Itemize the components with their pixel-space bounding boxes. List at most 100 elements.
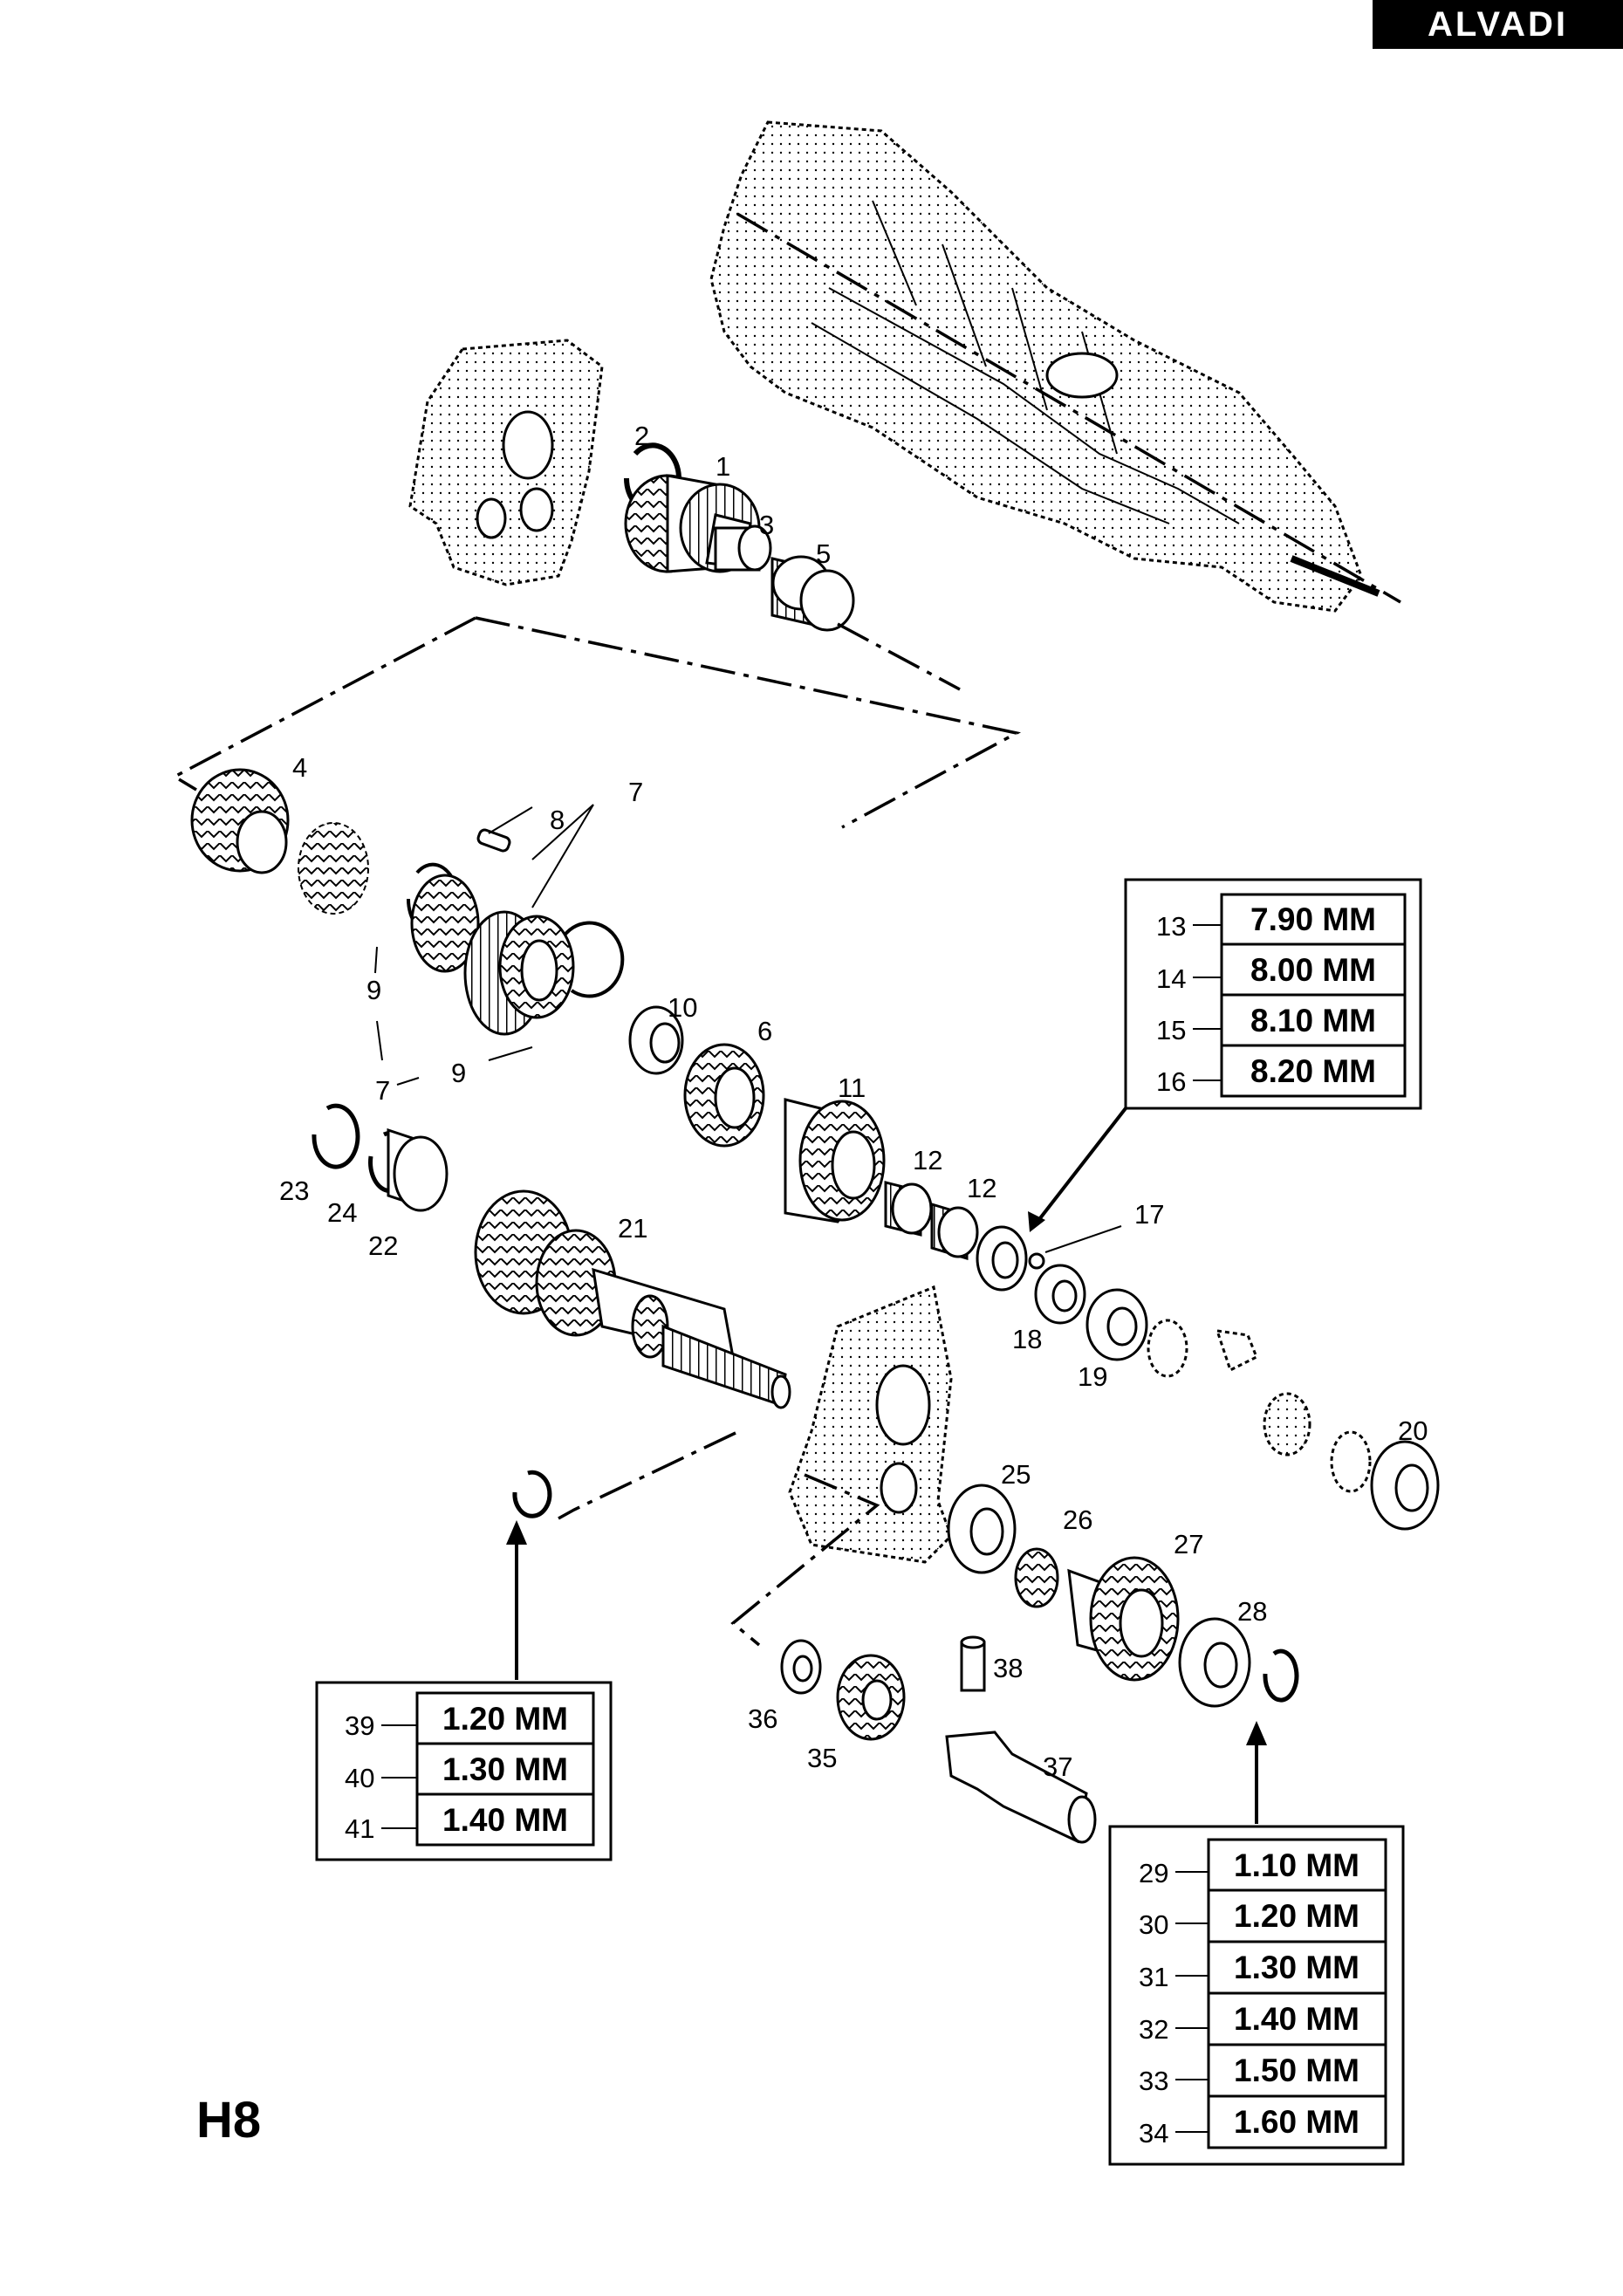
housing-axis-line bbox=[736, 212, 1401, 604]
callout-1: 1 bbox=[716, 451, 730, 482]
row-number: 14 bbox=[1156, 963, 1186, 994]
part-12-needle-bearing-b bbox=[930, 1202, 979, 1261]
gearbox-housing bbox=[709, 120, 1380, 613]
part-26-gear bbox=[1014, 1547, 1059, 1608]
row-number: 13 bbox=[1156, 911, 1186, 942]
row-value: 1.60 MM bbox=[1234, 2104, 1359, 2140]
callout-18: 18 bbox=[1012, 1324, 1042, 1354]
row-value: 1.50 MM bbox=[1234, 2053, 1359, 2088]
callout-6: 6 bbox=[757, 1016, 772, 1046]
arrow-13-16 bbox=[1032, 1107, 1127, 1228]
row-number: 15 bbox=[1156, 1015, 1186, 1045]
row-value: 8.10 MM bbox=[1250, 1003, 1376, 1038]
part-27-gear bbox=[1067, 1556, 1180, 1682]
row-value: 1.30 MM bbox=[1234, 1950, 1359, 1985]
callout-4: 4 bbox=[292, 752, 307, 783]
callout-21: 21 bbox=[618, 1213, 647, 1244]
callout-7a: 7 bbox=[628, 777, 643, 807]
callout-5: 5 bbox=[816, 538, 831, 569]
table-29-34-row: 30 1.20 MM bbox=[1139, 1888, 1387, 1943]
callout-38: 38 bbox=[993, 1653, 1023, 1683]
part-5-needle-bearing bbox=[770, 555, 855, 632]
arrowhead-39-41 bbox=[506, 1520, 527, 1545]
arrowhead-13-16 bbox=[1028, 1211, 1045, 1232]
table-29-34-row: 31 1.30 MM bbox=[1139, 1940, 1387, 1995]
page-code: H8 bbox=[196, 2092, 262, 2149]
part-19-bearing bbox=[1085, 1288, 1148, 1361]
leader-7b bbox=[531, 804, 594, 908]
leader-17 bbox=[1044, 1225, 1122, 1253]
part-12-needle-bearing-a bbox=[884, 1181, 933, 1237]
row-value: 1.30 MM bbox=[442, 1751, 568, 1787]
part-38-pin bbox=[960, 1635, 986, 1692]
table-13-16-row: 15 8.10 MM bbox=[1156, 993, 1407, 1047]
row-number: 33 bbox=[1139, 2066, 1168, 2096]
part-23-circlip bbox=[312, 1103, 360, 1169]
row-value: 1.40 MM bbox=[442, 1802, 568, 1838]
row-number: 30 bbox=[1139, 1909, 1168, 1940]
brand-badge: ALVADI bbox=[1373, 0, 1623, 49]
part-25-bearing bbox=[947, 1484, 1017, 1574]
callout-27: 27 bbox=[1174, 1529, 1203, 1559]
part-6-gear bbox=[683, 1043, 765, 1148]
callout-22: 22 bbox=[368, 1230, 398, 1261]
row-number: 39 bbox=[345, 1710, 374, 1741]
callout-9a: 9 bbox=[366, 975, 381, 1005]
part-10-nut bbox=[628, 1005, 684, 1075]
row-value: 7.90 MM bbox=[1250, 901, 1376, 937]
row-number: 31 bbox=[1139, 1962, 1168, 1992]
table-29-34-row: 32 1.40 MM bbox=[1139, 1991, 1387, 2046]
part-11-gear bbox=[784, 1098, 886, 1223]
table-13-16-row: 14 8.00 MM bbox=[1156, 942, 1407, 997]
table-39-41-row: 41 1.40 MM bbox=[345, 1792, 595, 1847]
table-13-16-row: 16 8.20 MM bbox=[1156, 1044, 1407, 1098]
row-value: 8.20 MM bbox=[1250, 1053, 1376, 1089]
leader-9b bbox=[376, 1020, 383, 1061]
callout-28: 28 bbox=[1237, 1596, 1267, 1627]
shim-table-39-41: 39 1.20 MM 40 1.30 MM 41 1.40 MM bbox=[315, 1681, 613, 1861]
part-18-ring bbox=[1034, 1264, 1086, 1325]
row-number: 34 bbox=[1139, 2118, 1168, 2149]
part-21-countershaft bbox=[474, 1189, 791, 1409]
table-29-34-row: 34 1.60 MM bbox=[1139, 2094, 1387, 2149]
housing-plate-lower bbox=[788, 1285, 953, 1564]
callout-37: 37 bbox=[1043, 1751, 1072, 1782]
frame-line-upper-right bbox=[475, 616, 1022, 829]
part-7-synchro-hub bbox=[410, 874, 575, 1036]
part-36-washer bbox=[780, 1639, 822, 1695]
callout-24: 24 bbox=[327, 1197, 357, 1228]
callout-26: 26 bbox=[1063, 1504, 1092, 1535]
callout-8: 8 bbox=[550, 805, 565, 835]
callout-3: 3 bbox=[759, 510, 774, 540]
row-value: 1.10 MM bbox=[1234, 1847, 1359, 1883]
row-number: 32 bbox=[1139, 2014, 1168, 2045]
callout-20: 20 bbox=[1398, 1415, 1428, 1446]
callout-17: 17 bbox=[1134, 1199, 1164, 1230]
callout-7b: 7 bbox=[375, 1075, 390, 1106]
callout-11: 11 bbox=[838, 1073, 866, 1103]
part-8-key bbox=[476, 828, 511, 853]
row-value: 1.20 MM bbox=[442, 1701, 568, 1737]
shim-table-13-16: 13 7.90 MM 14 8.00 MM 15 8.10 MM 16 8.20… bbox=[1124, 878, 1422, 1110]
part-35-gear bbox=[836, 1654, 906, 1741]
callout-2: 2 bbox=[634, 421, 649, 451]
table-13-16-row: 13 7.90 MM bbox=[1156, 893, 1407, 946]
shim-table-29-34: 29 1.10 MM 30 1.20 MM 31 1.30 MM 32 1.40… bbox=[1108, 1825, 1405, 2166]
callout-23: 23 bbox=[279, 1175, 309, 1206]
callout-10: 10 bbox=[668, 992, 697, 1023]
part-37-shaft bbox=[945, 1731, 1097, 1844]
callout-12b: 12 bbox=[967, 1173, 996, 1203]
leader-9a bbox=[374, 946, 378, 974]
row-number: 41 bbox=[345, 1813, 374, 1844]
leader-8 bbox=[488, 806, 533, 834]
dotted-circlip-a bbox=[1147, 1319, 1258, 1378]
callout-35: 35 bbox=[807, 1743, 837, 1773]
part-39-41-circlip bbox=[512, 1470, 552, 1518]
housing-flange-partial bbox=[408, 339, 604, 586]
part-4-gear bbox=[190, 768, 369, 915]
row-value: 1.40 MM bbox=[1234, 2001, 1359, 2037]
part-13-16-shim bbox=[976, 1225, 1028, 1292]
input-axis-line bbox=[837, 622, 961, 691]
frame-line-lower-left bbox=[558, 1431, 736, 1520]
